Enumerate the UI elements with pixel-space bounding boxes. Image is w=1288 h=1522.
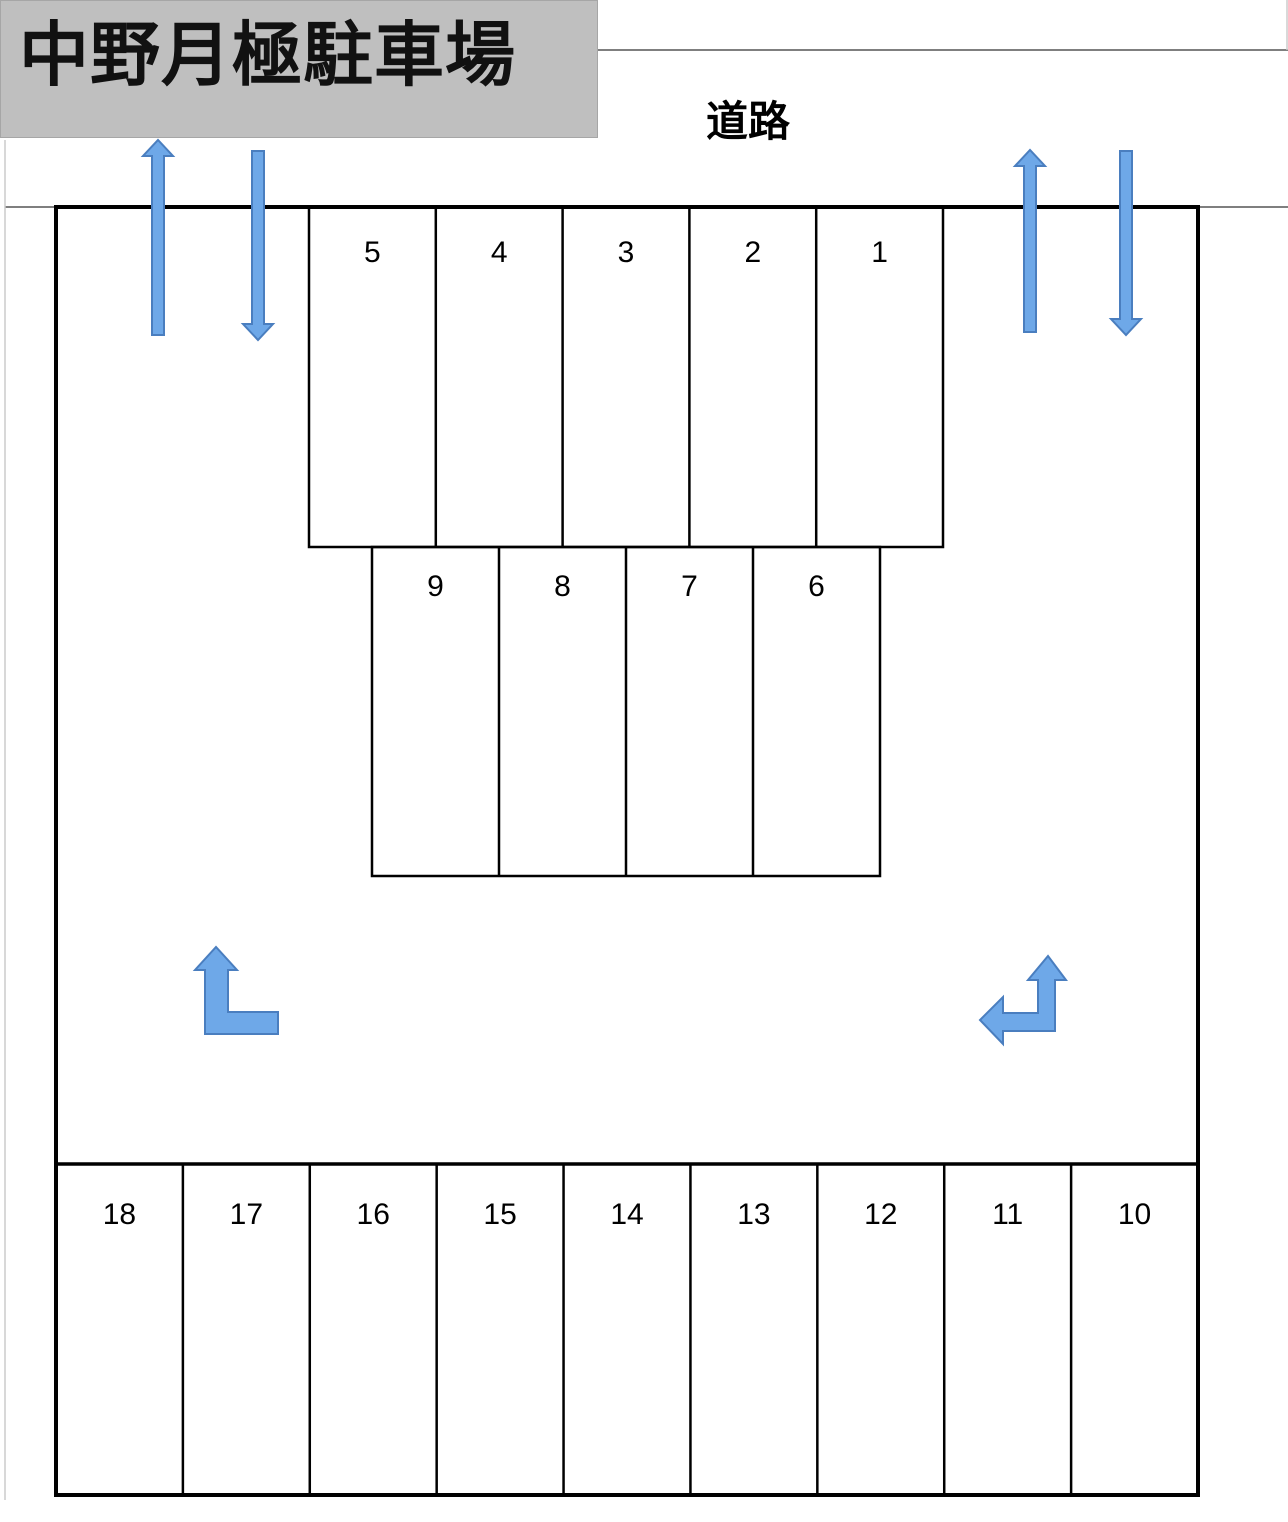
upper-row-dividers [434,207,818,547]
parking-slot-10-label: 10 [1118,1198,1151,1231]
middle-row-labels: 9 8 7 6 [427,570,825,603]
left-turn-up-arrow-icon [192,945,279,1035]
parking-slot-15-label: 15 [483,1198,516,1231]
parking-slot-6-label: 6 [808,570,825,603]
parking-slot-7-label: 7 [681,570,698,603]
page-title: 中野月極駐車場 [19,14,516,96]
right-entry-arrow-icon [1108,150,1144,337]
left-entry-arrow-icon [240,150,276,342]
parking-slot-2-label: 2 [744,236,761,269]
parking-slot-3-label: 3 [618,236,635,269]
parking-slot-14-label: 14 [610,1198,643,1231]
right-exit-arrow-icon [1012,148,1048,333]
parking-slot-9-label: 9 [427,570,444,603]
parking-slot-18-label: 18 [103,1198,136,1231]
left-exit-arrow-icon [140,138,176,336]
parking-slot-4-label: 4 [491,236,508,269]
upper-row-labels: 5 4 3 2 1 [364,236,888,269]
title-banner: 中野月極駐車場 [0,0,598,138]
middle-row-dividers [497,547,755,876]
parking-slot-17-label: 17 [230,1198,263,1231]
parking-slot-13-label: 13 [737,1198,770,1231]
parking-slot-5-label: 5 [364,236,381,269]
bottom-row-dividers [181,1164,1073,1495]
parking-slot-1-label: 1 [871,236,888,269]
parking-slot-11-label: 11 [992,1198,1023,1231]
parking-slot-12-label: 12 [864,1198,897,1231]
parking-slot-8-label: 8 [554,570,571,603]
road-label: 道路 [706,97,791,146]
parking-slot-16-label: 16 [357,1198,390,1231]
bottom-row-labels: 18 17 16 15 14 13 12 11 10 [103,1198,1151,1231]
right-turn-left-arrow-icon [978,954,1068,1047]
